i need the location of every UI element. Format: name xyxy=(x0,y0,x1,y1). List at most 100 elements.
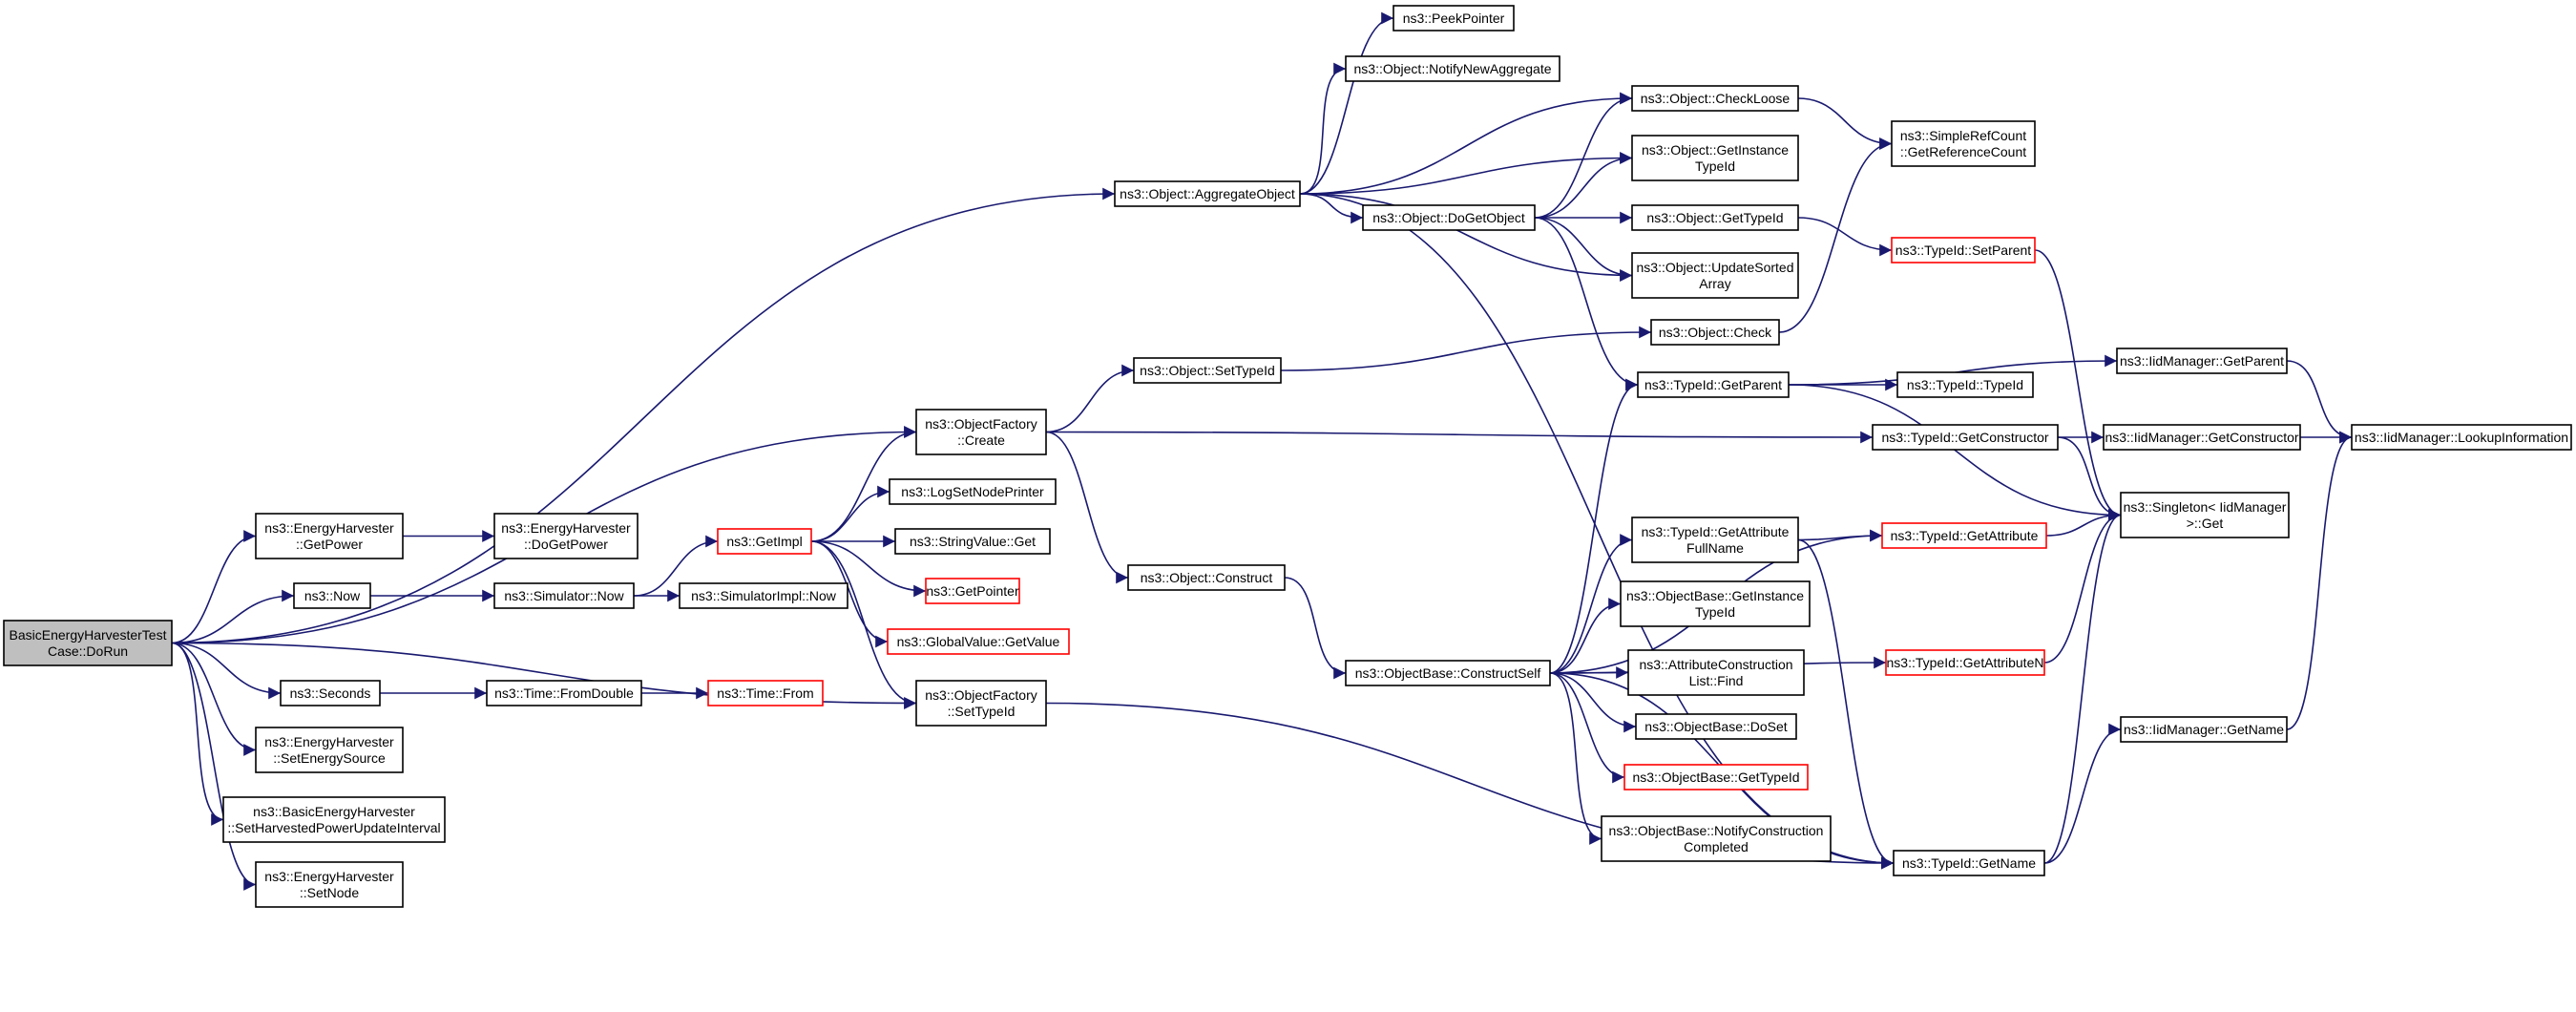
node-box xyxy=(222,796,446,843)
edge-ofcreate-to-typeidgetconstructor xyxy=(1045,431,1874,444)
node-label: ns3::Singleton< IidManager xyxy=(2124,499,2287,515)
node-label: ns3::EnergyHarvester xyxy=(264,869,394,884)
edge-root-to-seconds xyxy=(171,642,282,700)
node-constructself[interactable]: ns3::ObjectBase::ConstructSelf xyxy=(1345,660,1551,686)
edge-dogetobject-to-typeidgetparent xyxy=(1534,217,1639,391)
node-timefromdouble[interactable]: ns3::Time::FromDouble xyxy=(486,680,642,706)
node-label: ns3::TypeId::TypeId xyxy=(1907,377,2023,392)
node-iidgetname[interactable]: ns3::IidManager::GetName xyxy=(2120,716,2288,743)
node-box xyxy=(1631,517,1799,563)
node-label: BasicEnergyHarvesterTest xyxy=(10,627,167,643)
node-label: ns3::BasicEnergyHarvester xyxy=(253,804,415,819)
node-simimplnow[interactable]: ns3::SimulatorImpl::Now xyxy=(679,582,848,609)
node-label: ns3::IidManager::GetParent xyxy=(2120,353,2284,369)
edge-root-to-ehsetenergysource xyxy=(171,642,257,756)
node-typeidtypeid[interactable]: ns3::TypeId::TypeId xyxy=(1896,371,2034,398)
node-getattribute[interactable]: ns3::TypeId::GetAttribute xyxy=(1881,522,2047,549)
node-ofsettypeid[interactable]: ns3::ObjectFactory::SetTypeId xyxy=(915,680,1047,727)
node-objsettypeid[interactable]: ns3::Object::SetTypeId xyxy=(1133,357,1282,384)
node-ehgetpower[interactable]: ns3::EnergyHarvester::GetPower xyxy=(255,513,404,559)
node-globalvalueget[interactable]: ns3::GlobalValue::GetValue xyxy=(887,628,1070,655)
node-box xyxy=(1896,371,2034,398)
node-typeidgetconstructor[interactable]: ns3::TypeId::GetConstructor xyxy=(1872,424,2059,451)
node-box xyxy=(1872,424,2059,451)
node-box xyxy=(1127,564,1286,591)
edge-typeidgetname-to-singletonget xyxy=(2043,509,2122,864)
node-label: ns3::LogSetNodePrinter xyxy=(901,484,1044,499)
node-label: ns3::Now xyxy=(304,588,361,603)
node-getattributen[interactable]: ns3::TypeId::GetAttributeN xyxy=(1885,649,2045,676)
edge-dogetobject-to-getinstancetypeid xyxy=(1534,152,1633,219)
node-box xyxy=(3,620,173,666)
edge-checkloose-to-getrefcount xyxy=(1797,97,1893,150)
node-box xyxy=(2103,424,2301,451)
node-behsetinterval[interactable]: ns3::BasicEnergyHarvester::SetHarvestedP… xyxy=(222,796,446,843)
edge-constructself-to-getattrfullname xyxy=(1549,534,1633,674)
node-label: FullName xyxy=(1686,540,1744,556)
node-iidgetparent[interactable]: ns3::IidManager::GetParent xyxy=(2116,348,2288,374)
node-doset[interactable]: ns3::ObjectBase::DoSet xyxy=(1635,713,1797,740)
node-checkloose[interactable]: ns3::Object::CheckLoose xyxy=(1631,85,1799,112)
node-setparent[interactable]: ns3::TypeId::SetParent xyxy=(1891,237,2036,264)
node-ehdogetpower[interactable]: ns3::EnergyHarvester::DoGetPower xyxy=(493,513,639,559)
node-now[interactable]: ns3::Now xyxy=(293,582,371,609)
edge-objconstruct-to-constructself xyxy=(1284,577,1347,680)
node-label: ns3::Object::NotifyNewAggregate xyxy=(1354,61,1552,76)
node-box xyxy=(255,513,404,559)
node-aggobj[interactable]: ns3::Object::AggregateObject xyxy=(1114,180,1301,207)
node-label: ns3::TypeId::GetConstructor xyxy=(1881,430,2048,445)
node-notifyconstruction[interactable]: ns3::ObjectBase::NotifyConstructionCompl… xyxy=(1601,815,1832,862)
edge-ofcreate-to-objconstruct xyxy=(1045,431,1129,584)
node-box xyxy=(1627,649,1805,696)
node-singletonget[interactable]: ns3::Singleton< IidManager >::Get xyxy=(2120,492,2290,538)
node-label: ns3::EnergyHarvester xyxy=(501,520,631,536)
node-stringvalueget[interactable]: ns3::StringValue::Get xyxy=(894,528,1051,555)
node-seconds[interactable]: ns3::Seconds xyxy=(280,680,381,706)
node-box xyxy=(915,409,1047,455)
node-objbasegettypeid[interactable]: ns3::ObjectBase::GetTypeId xyxy=(1623,764,1809,791)
node-label: ns3::Object::GetInstance xyxy=(1642,142,1789,158)
edge-simnow-to-getimpl xyxy=(633,535,719,597)
node-dogetobject[interactable]: ns3::Object::DoGetObject xyxy=(1362,204,1536,231)
node-getrefcount[interactable]: ns3::SimpleRefCount::GetReferenceCount xyxy=(1891,120,2036,167)
node-lognodeprinter[interactable]: ns3::LogSetNodePrinter xyxy=(889,478,1057,505)
node-typeidgetparent[interactable]: ns3::TypeId::GetParent xyxy=(1637,371,1790,398)
node-box xyxy=(2120,492,2290,538)
node-objcheck[interactable]: ns3::Object::Check xyxy=(1650,319,1780,346)
edge-setparent-to-singletonget xyxy=(2034,249,2122,521)
node-notifynewagg[interactable]: ns3::Object::NotifyNewAggregate xyxy=(1345,55,1560,82)
node-simnow[interactable]: ns3::Simulator::Now xyxy=(493,582,635,609)
node-box xyxy=(2120,716,2288,743)
node-ehsetenergysource[interactable]: ns3::EnergyHarvester::SetEnergySource xyxy=(255,727,404,773)
node-getimpl[interactable]: ns3::GetImpl xyxy=(717,528,812,555)
node-getpointer[interactable]: ns3::GetPointer xyxy=(925,578,1020,604)
node-iidgetconstructor[interactable]: ns3::IidManager::GetConstructor xyxy=(2103,424,2301,451)
node-box xyxy=(707,680,824,706)
node-objgettypeid[interactable]: ns3::Object::GetTypeId xyxy=(1631,204,1799,231)
node-objconstruct[interactable]: ns3::Object::Construct xyxy=(1127,564,1286,591)
node-typeidgetname[interactable]: ns3::TypeId::GetName xyxy=(1893,850,2045,876)
node-box xyxy=(1345,660,1551,686)
node-label: ns3::ObjectFactory xyxy=(925,416,1037,432)
node-label: >::Get xyxy=(2187,516,2224,531)
node-timefrom[interactable]: ns3::Time::From xyxy=(707,680,824,706)
node-ehsetnode[interactable]: ns3::EnergyHarvester::SetNode xyxy=(255,861,404,908)
node-label: ns3::GetImpl xyxy=(726,534,802,549)
node-box xyxy=(293,582,371,609)
edge-objsettypeid-to-objcheck xyxy=(1280,326,1652,371)
node-label: ns3::StringValue::Get xyxy=(910,534,1036,549)
edge-aggobj-to-checkloose xyxy=(1299,92,1633,195)
edge-root-to-aggobj xyxy=(171,187,1116,644)
node-lookupinfo[interactable]: ns3::IidManager::LookupInformation xyxy=(2351,424,2572,451)
node-ofcreate[interactable]: ns3::ObjectFactory::Create xyxy=(915,409,1047,455)
edge-root-to-ehsetnode xyxy=(171,642,257,891)
node-box xyxy=(2116,348,2288,374)
node-peekpointer[interactable]: ns3::PeekPointer xyxy=(1393,5,1515,32)
node-label: ns3::Object::Construct xyxy=(1141,570,1273,585)
